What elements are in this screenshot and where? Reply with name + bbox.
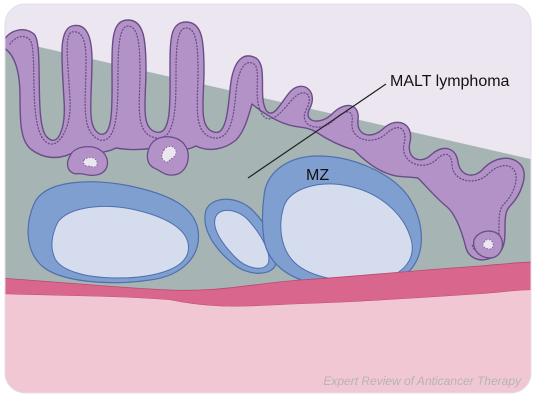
mz-label: MZ bbox=[306, 167, 329, 184]
malt-lymphoma-label: MALT lymphoma bbox=[390, 73, 510, 90]
journal-credit: Expert Review of Anticancer Therapy bbox=[323, 374, 522, 388]
